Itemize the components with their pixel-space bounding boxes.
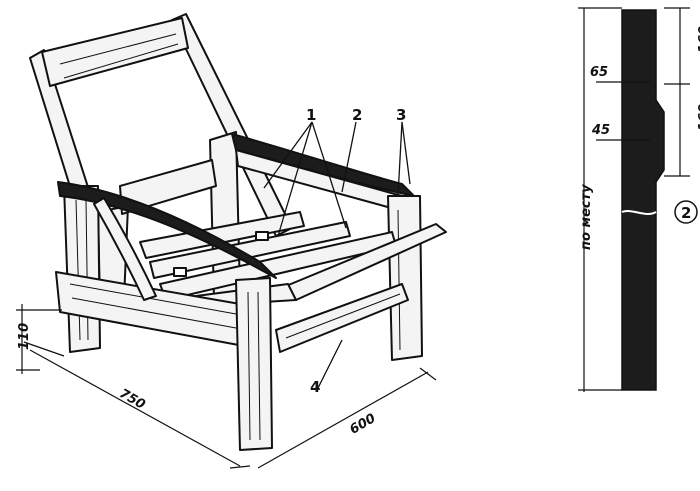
detail-strip: 65 45 160 160 по месту 2 (578, 7, 700, 392)
label-part-2: 2 (352, 106, 362, 124)
front-left-leg (63, 185, 101, 353)
detail-dimension-lines (578, 7, 690, 392)
seat-slat-2 (149, 221, 351, 279)
front-lower-stretcher (275, 283, 409, 353)
dimension-lines (16, 304, 437, 469)
seat-slat-1 (139, 211, 305, 259)
left-armrest-strip (57, 181, 277, 279)
detail-marker-label: 2 (681, 204, 691, 222)
armchair (29, 13, 447, 451)
label-part-1: 1 (306, 106, 316, 124)
front-near-leg (235, 277, 273, 451)
dim-offset-65: 65 (590, 65, 608, 80)
label-part-3: 3 (396, 106, 406, 124)
strip-profile (621, 9, 665, 391)
dim-offset-45: 45 (591, 123, 610, 138)
dim-overall-note: по месту (579, 184, 594, 250)
hinge-1 (255, 231, 269, 241)
part-callouts (263, 121, 411, 389)
dim-leg-height: 110 (17, 323, 32, 350)
dim-strip-lower: 160 (697, 104, 700, 131)
hinge-2 (173, 267, 187, 277)
label-part-4: 4 (310, 378, 320, 396)
detail-marker-circle (674, 200, 698, 224)
front-right-leg (387, 195, 423, 361)
dim-strip-top: 160 (697, 26, 700, 53)
backrest-top-board (41, 17, 189, 87)
dim-width: 750 (117, 386, 148, 413)
left-arm-curve-support (93, 197, 157, 301)
